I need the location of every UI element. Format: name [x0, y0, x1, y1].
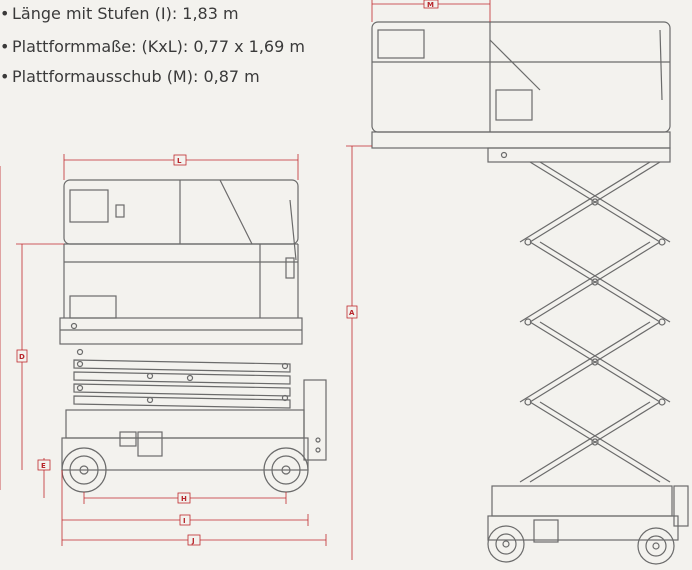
- front-wheel-extended: [487, 525, 525, 563]
- platform-deck-extended: [371, 131, 671, 149]
- dim-label-m: M: [427, 1, 434, 9]
- platform-deck: [59, 317, 303, 345]
- lower-control-box: [69, 295, 117, 319]
- control-box: [69, 189, 109, 223]
- dim-label-h: H: [181, 495, 187, 503]
- label-plate: [137, 431, 163, 457]
- extended-lift-view: [371, 21, 689, 565]
- retracted-lift-view: [59, 179, 327, 493]
- dim-label-l: L: [177, 157, 182, 165]
- spec-platform-dimensions: •Plattformmaße: (KxL): 0,77 x 1,69 m: [0, 37, 305, 56]
- spec-length-with-steps: •Länge mit Stufen (I): 1,83 m: [0, 4, 239, 23]
- rear-wheel-extended: [637, 527, 675, 565]
- chassis-extended: [491, 485, 673, 517]
- scissor-stack-retracted: [73, 359, 291, 409]
- spec-platform-extension: •Plattformausschub (M): 0,87 m: [0, 67, 260, 86]
- chassis-base: [61, 437, 309, 471]
- dim-label-a: A: [349, 309, 355, 317]
- chassis: [65, 409, 305, 439]
- label-plate-extended: [533, 519, 559, 543]
- spec-platform-extension-text: Plattformausschub (M): 0,87 m: [12, 67, 260, 86]
- spec-length-with-steps-text: Länge mit Stufen (I): 1,83 m: [12, 4, 239, 23]
- scissor-stack-extended: [519, 161, 671, 483]
- dim-label-d: D: [19, 353, 25, 361]
- step-ladder: [303, 379, 327, 461]
- guardrail-extended: [371, 21, 671, 133]
- dim-label-e: E: [41, 462, 46, 470]
- control-box-extended: [377, 29, 425, 59]
- step-ladder-extended: [673, 485, 689, 527]
- spec-platform-dimensions-text: Plattformmaße: (KxL): 0,77 x 1,69 m: [12, 37, 305, 56]
- dim-label-i: I: [183, 517, 186, 525]
- dim-label-j: J: [191, 537, 195, 545]
